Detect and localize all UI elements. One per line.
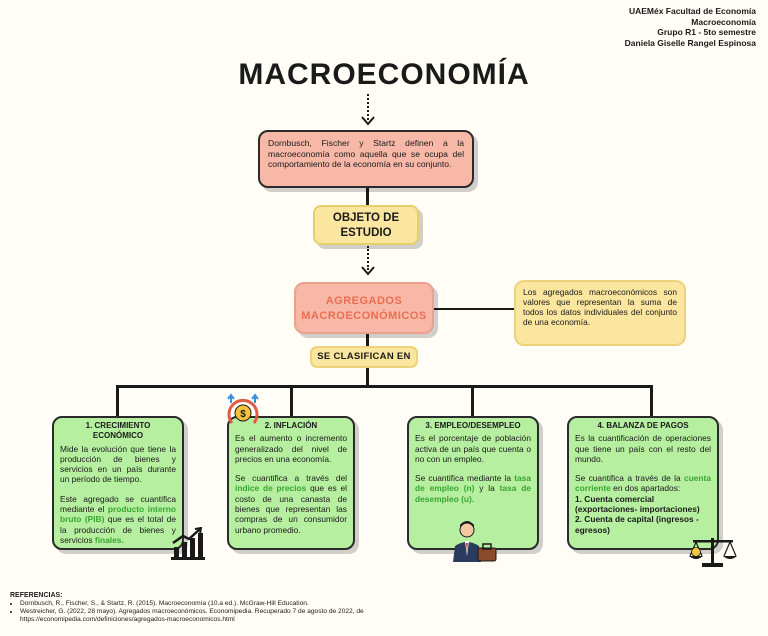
agregados-explanation-box: Los agregados macroeconómicos son valore…: [514, 280, 686, 346]
references-title: REFERENCIAS:: [10, 592, 63, 599]
header-line: Daniela Giselle Rangel Espinosa: [624, 37, 756, 48]
tree-branch-line: [116, 385, 119, 416]
chart-growth-icon: [171, 527, 205, 560]
highlight-term: tasa de desempleo (u).: [415, 483, 531, 504]
card-text: Este agregado se cuantifica mediante el: [60, 493, 176, 515]
card-title: 4. BALANZA DE PAGOS: [597, 421, 689, 430]
card-title: 2. INFLACIÓN: [264, 421, 318, 430]
tree-branch-line: [290, 385, 293, 416]
businessman-briefcase-icon: [453, 521, 497, 562]
arrow-down-icon: [361, 266, 375, 276]
reference-item: Westreicher, G. (2022, 28 mayo). Agregad…: [20, 608, 430, 624]
references: REFERENCIAS: Dornbusch, R., Fischer, S.,…: [10, 592, 430, 624]
connector-line: [366, 334, 369, 346]
highlight-term: producto interno bruto (PIB): [60, 504, 176, 525]
card-text: en dos apartados:: [610, 483, 681, 494]
card-list-item: 2. Cuenta de capital (ingresos - egresos…: [575, 514, 699, 535]
highlight-term: finales.: [94, 534, 124, 545]
inflation-coins-icon: $: [227, 393, 259, 424]
definition-box: Dornbusch, Fischer y Startz definen a la…: [258, 130, 474, 188]
highlight-term: índice de precios: [235, 483, 307, 494]
card-paragraph: Es el aumento o incremento generalizado …: [235, 433, 347, 464]
reference-item: Dornbusch, R., Fischer, S., & Startz, R.…: [20, 600, 430, 608]
card-balanza-de-pagos: 4. BALANZA DE PAGOS Es la cuantificación…: [567, 416, 719, 550]
header-line: Macroeconomía: [691, 16, 756, 27]
card-list-item: 1. Cuenta comercial (exportaciones- impo…: [575, 493, 700, 515]
card-crecimiento-economico: 1. CRECIMIENTO ECONÓMICO Mide la evoluci…: [52, 416, 184, 550]
connector-line: [366, 368, 369, 386]
card-paragraph: Mide la evolución que tiene la producció…: [60, 443, 176, 485]
card-text: que es el costo de una canasta de bienes…: [235, 483, 347, 535]
card-text: Se cuantifica a través de la: [575, 473, 684, 484]
dotted-connector: [367, 94, 369, 120]
card-text: y la: [474, 483, 500, 494]
page-title: MACROECONOMÍA: [238, 58, 530, 91]
header-line: UAEMéx Facultad de Economía: [628, 6, 756, 16]
objeto-de-estudio-box: OBJETO DE ESTUDIO: [313, 205, 419, 245]
card-title: 1. CRECIMIENTO ECONÓMICO: [85, 421, 151, 441]
connector-line: [434, 308, 514, 310]
arrow-down-icon: [361, 116, 375, 126]
card-text: Se cuantifica a través del: [235, 473, 347, 484]
connector-line: [366, 188, 369, 205]
tree-branch-line: [471, 385, 474, 416]
svg-text:$: $: [240, 409, 246, 420]
card-paragraph: Es el porcentaje de población activa de …: [415, 433, 531, 464]
se-clasifican-label: SE CLASIFICAN EN: [310, 346, 418, 368]
highlight-term: cuenta corriente: [575, 473, 711, 494]
card-text: que es el total de la producción de bien…: [60, 514, 176, 545]
card-paragraph: Es la cuantificación de operaciones que …: [575, 433, 711, 464]
agregados-box: AGREGADOS MACROECONÓMICOS: [294, 282, 434, 334]
tree-branch-line: [650, 385, 653, 416]
tree-horizontal-line: [116, 385, 653, 388]
author-header: UAEMéx Facultad de Economía Macroeconomí…: [625, 6, 756, 48]
card-title: 3. EMPLEO/DESEMPLEO: [425, 421, 521, 430]
card-text: Se cuantifica mediante la: [415, 473, 515, 484]
header-line: Grupo R1 - 5to semestre: [657, 27, 756, 37]
dotted-connector: [367, 246, 369, 270]
highlight-term: tasa de empleo (n): [415, 473, 531, 494]
card-inflacion: 2. INFLACIÓN Es el aumento o incremento …: [227, 416, 355, 550]
balance-scale-icon: [689, 538, 737, 567]
